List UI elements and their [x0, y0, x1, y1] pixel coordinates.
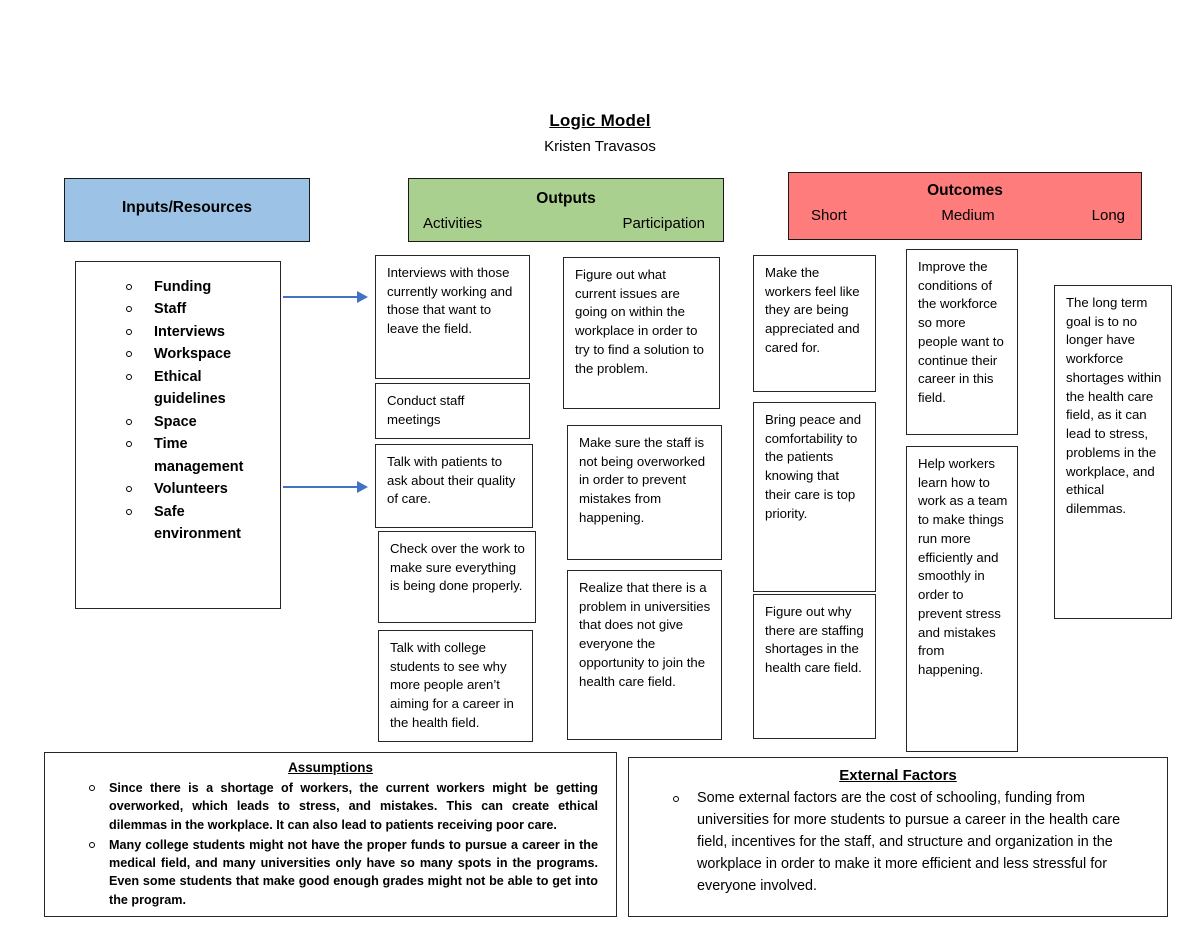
outcome-medium-box: Help workers learn how to work as a team…	[906, 446, 1018, 752]
author-name: Kristen Travasos	[544, 138, 656, 155]
activity-box: Talk with college students to see why mo…	[378, 630, 533, 742]
list-item: Time management	[124, 433, 274, 478]
assumptions-title-text: Assumptions	[288, 760, 373, 775]
page-title: Logic Model	[0, 111, 1200, 131]
arrow-inputs-to-activities-2	[283, 481, 368, 493]
outputs-subheaders: Activities Participation	[409, 215, 723, 232]
external-factors-panel: External Factors Some external factors a…	[628, 757, 1168, 917]
subheader-participation: Participation	[622, 215, 705, 232]
outcomes-header-label: Outcomes	[927, 182, 1003, 199]
list-item: Interviews	[124, 321, 274, 343]
list-item: Workspace	[124, 343, 274, 365]
participation-box: Realize that there is a problem in unive…	[567, 570, 722, 740]
assumptions-title: Assumptions	[45, 760, 616, 775]
list-item: Funding	[124, 276, 274, 298]
activity-box: Talk with patients to ask about their qu…	[375, 444, 533, 528]
outcome-short-box: Figure out why there are staffing shorta…	[753, 594, 876, 739]
outputs-header-bar: Outputs Activities Participation	[408, 178, 724, 242]
arrow-inputs-to-activities-1	[283, 291, 368, 303]
list-item: Many college students might not have the…	[45, 836, 616, 911]
list-item: Since there is a shortage of workers, th…	[45, 779, 616, 836]
inputs-box: Funding Staff Interviews Workspace Ethic…	[75, 261, 281, 609]
subheader-activities: Activities	[423, 215, 483, 232]
arrow-shaft	[283, 486, 357, 488]
list-item: Volunteers	[124, 478, 274, 500]
subheader-long: Long	[1091, 207, 1126, 224]
inputs-header-label: Inputs/Resources	[121, 199, 253, 216]
inputs-header-bar: Inputs/Resources	[64, 178, 310, 242]
external-factors-title: External Factors	[629, 767, 1167, 784]
external-factors-title-text: External Factors	[839, 767, 957, 784]
participation-box: Figure out what current issues are going…	[563, 257, 720, 409]
activity-box: Conduct staff meetings	[375, 383, 530, 439]
arrow-shaft	[283, 296, 357, 298]
outcomes-subheaders: Short Medium Long	[789, 207, 1141, 224]
list-item: Staff	[124, 298, 274, 320]
outcome-long-box: The long term goal is to no longer have …	[1054, 285, 1172, 619]
list-item: Safe environment	[124, 501, 274, 546]
assumptions-panel: Assumptions Since there is a shortage of…	[44, 752, 617, 917]
participation-box: Make sure the staff is not being overwor…	[567, 425, 722, 560]
external-factors-list: Some external factors are the cost of sc…	[629, 788, 1167, 899]
assumptions-list: Since there is a shortage of workers, th…	[45, 779, 616, 911]
list-item: Some external factors are the cost of sc…	[629, 788, 1167, 899]
outputs-header-label: Outputs	[536, 190, 596, 207]
arrow-head	[357, 481, 368, 493]
list-item: Ethical guidelines	[124, 366, 274, 411]
subheader-short: Short	[811, 207, 847, 224]
outcomes-header-bar: Outcomes Short Medium Long	[788, 172, 1142, 240]
subheader-medium: Medium	[941, 207, 995, 224]
outcome-short-box: Bring peace and comfortability to the pa…	[753, 402, 876, 592]
outcome-short-box: Make the workers feel like they are bein…	[753, 255, 876, 392]
arrow-head	[357, 291, 368, 303]
list-item: Space	[124, 411, 274, 433]
activity-box: Check over the work to make sure everyth…	[378, 531, 536, 623]
outcome-medium-box: Improve the conditions of the workforce …	[906, 249, 1018, 435]
page-title-text: Logic Model	[549, 111, 651, 130]
inputs-list: Funding Staff Interviews Workspace Ethic…	[76, 276, 274, 546]
activity-box: Interviews with those currently working …	[375, 255, 530, 379]
